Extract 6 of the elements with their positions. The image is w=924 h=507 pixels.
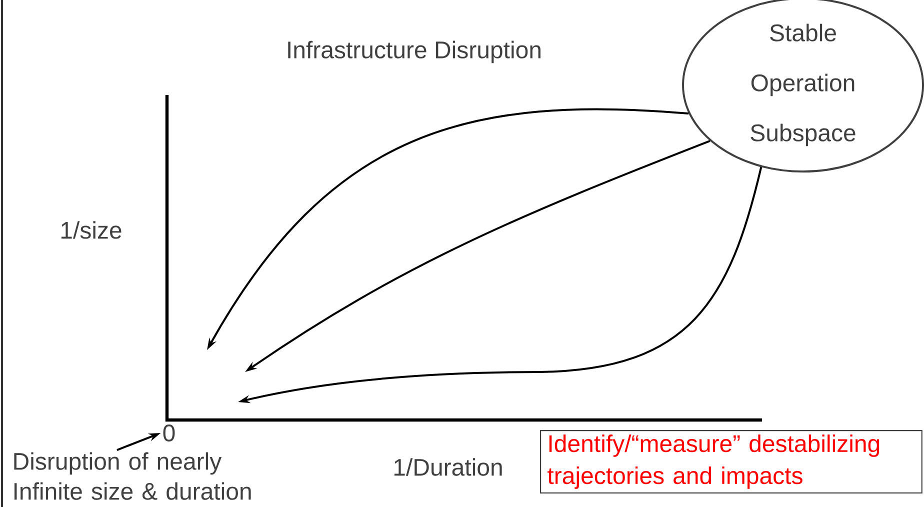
origin-label: 0 [163,424,175,442]
title: Infrastructure Disruption [288,40,540,64]
note-box: Identify/“measure” destabilizing trajectories and impacts [540,430,922,494]
axis-label: 1/Duration [394,458,502,476]
origin-caption: Disruption of nearly Infinite size & duration [14,452,251,500]
axis-label: 1/size [61,221,122,239]
